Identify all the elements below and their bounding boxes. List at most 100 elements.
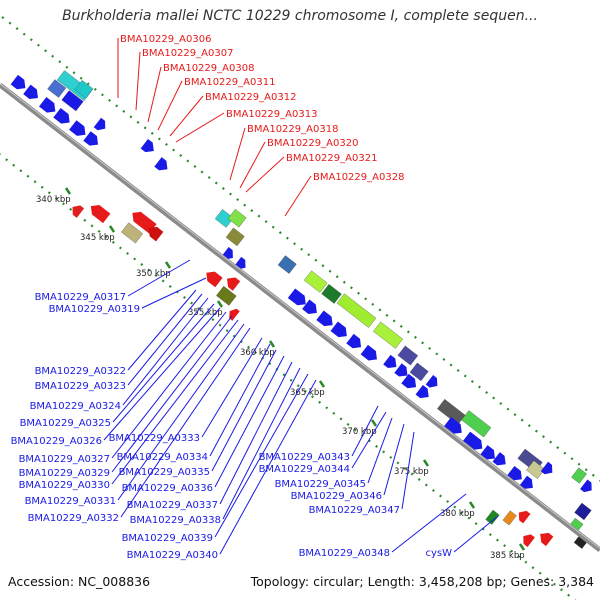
- label-bma10229_a0324[interactable]: BMA10229_A0324: [30, 401, 121, 412]
- kbp-tick-mark: [268, 340, 276, 348]
- gene-feature-2: [23, 84, 38, 100]
- label-bma10229_a0329-leader: [111, 315, 233, 473]
- gene-feature-50: [480, 445, 495, 460]
- gene-feature-1: [10, 74, 26, 90]
- gene-feature-45: [415, 384, 429, 399]
- gene-feature-11: [74, 80, 94, 99]
- kbp-tick-mark: [468, 501, 476, 509]
- label-bma10229_a0332-leader: [120, 327, 251, 518]
- label-bma10229_a0332[interactable]: BMA10229_A0332: [28, 513, 119, 524]
- gene-feature-42: [409, 362, 429, 382]
- label-bma10229_a0347[interactable]: BMA10229_A0347: [309, 505, 400, 516]
- label-bma10229_a0338[interactable]: BMA10229_A0338: [130, 515, 221, 526]
- gene-feature-13: [90, 205, 111, 224]
- gene-feature-4: [53, 107, 70, 124]
- label-bma10229_a0319[interactable]: BMA10229_A0319: [49, 304, 140, 315]
- label-bma10229_a0339[interactable]: BMA10229_A0339: [122, 533, 213, 544]
- kbp-tick-mark: [216, 300, 224, 308]
- kbp-label: 370 kbp: [342, 427, 377, 437]
- label-bma10229_a0321[interactable]: BMA10229_A0321: [286, 153, 377, 164]
- label-bma10229_a0322[interactable]: BMA10229_A0322: [35, 366, 126, 377]
- label-bma10229_a0323-leader: [127, 293, 203, 386]
- label-bma10229_a0325[interactable]: BMA10229_A0325: [20, 418, 111, 429]
- label-bma10229_a0334[interactable]: BMA10229_A0334: [117, 452, 208, 463]
- label-bma10229_a0306[interactable]: BMA10229_A0306: [120, 34, 211, 45]
- label-bma10229_a0317[interactable]: BMA10229_A0317: [35, 292, 126, 303]
- label-bma10229_a0319-leader: [141, 277, 207, 309]
- kbp-tick-mark: [518, 543, 526, 551]
- label-bma10229_a0335[interactable]: BMA10229_A0335: [119, 467, 210, 478]
- label-cysw-leader: [453, 515, 499, 553]
- gene-feature-6: [83, 131, 99, 146]
- kbp-tick-mark: [422, 459, 430, 467]
- label-bma10229_a0344[interactable]: BMA10229_A0344: [259, 464, 350, 475]
- label-bma10229_a0336-leader: [214, 355, 285, 488]
- label-bma10229_a0328[interactable]: BMA10229_A0328: [313, 172, 404, 183]
- kbp-label: 350 kbp: [136, 269, 171, 279]
- gene-feature-56: [519, 475, 533, 489]
- gene-feature-28: [277, 255, 297, 274]
- label-bma10229_a0338-leader: [222, 367, 301, 520]
- gene-feature-55: [507, 465, 522, 481]
- gene-feature-24: [216, 285, 237, 306]
- kbp-label: 340 kbp: [36, 195, 71, 205]
- label-bma10229_a0326[interactable]: BMA10229_A0326: [11, 436, 102, 447]
- label-bma10229_a0346[interactable]: BMA10229_A0346: [291, 491, 382, 502]
- label-bma10229_a0340[interactable]: BMA10229_A0340: [127, 550, 218, 561]
- label-bma10229_a0348[interactable]: BMA10229_A0348: [299, 548, 390, 559]
- kbp-label: 385 kbp: [490, 551, 525, 561]
- gene-feature-30: [302, 299, 317, 314]
- label-bma10229_a0327[interactable]: BMA10229_A0327: [19, 454, 110, 465]
- gene-feature-51: [492, 452, 506, 466]
- topology-summary: Topology: circular; Length: 3,458,208 bp…: [250, 574, 594, 589]
- label-bma10229_a0343[interactable]: BMA10229_A0343: [259, 452, 350, 463]
- gene-labels[interactable]: BMA10229_A0306BMA10229_A0307BMA10229_A03…: [11, 34, 453, 561]
- label-bma10229_a0343-leader: [351, 405, 379, 457]
- label-bma10229_a0312[interactable]: BMA10229_A0312: [205, 92, 296, 103]
- label-bma10229_a0320[interactable]: BMA10229_A0320: [267, 138, 358, 149]
- gene-feature-38: [373, 321, 404, 349]
- gene-feature-29: [287, 288, 306, 306]
- label-bma10229_a0322-leader: [127, 289, 197, 371]
- label-bma10229_a0318[interactable]: BMA10229_A0318: [247, 124, 338, 135]
- label-bma10229_a0337[interactable]: BMA10229_A0337: [127, 500, 218, 511]
- label-bma10229_a0307-leader: [135, 51, 141, 111]
- label-bma10229_a0308[interactable]: BMA10229_A0308: [163, 63, 254, 74]
- label-bma10229_a0331[interactable]: BMA10229_A0331: [25, 496, 116, 507]
- label-bma10229_a0345[interactable]: BMA10229_A0345: [275, 479, 366, 490]
- label-bma10229_a0329[interactable]: BMA10229_A0329: [19, 468, 110, 479]
- gene-feature-63: [580, 479, 592, 493]
- gene-feature-5: [69, 120, 86, 136]
- label-bma10229_a0313[interactable]: BMA10229_A0313: [226, 109, 317, 120]
- label-bma10229_a0337-leader: [219, 361, 293, 505]
- kbp-tick-mark: [370, 419, 378, 427]
- label-bma10229_a0335-leader: [211, 349, 277, 472]
- gene-feature-61: [540, 532, 554, 547]
- gene-feature-43: [425, 375, 438, 388]
- label-bma10229_a0330[interactable]: BMA10229_A0330: [19, 480, 110, 491]
- gene-feature-26: [227, 277, 241, 291]
- label-bma10229_a0333[interactable]: BMA10229_A0333: [109, 433, 200, 444]
- gene-feature-17: [140, 138, 154, 153]
- label-bma10229_a0340-leader: [219, 379, 317, 555]
- label-bma10229_a0330-leader: [111, 319, 239, 485]
- label-bma10229_a0318-leader: [229, 127, 246, 181]
- label-bma10229_a0323[interactable]: BMA10229_A0323: [35, 381, 126, 392]
- gene-feature-27: [229, 308, 240, 321]
- gene-feature-32: [330, 321, 347, 338]
- label-bma10229_a0336[interactable]: BMA10229_A0336: [122, 483, 213, 494]
- gene-feature-59: [518, 510, 531, 524]
- label-bma10229_a0311[interactable]: BMA10229_A0311: [184, 77, 275, 88]
- label-bma10229_a0331-leader: [117, 323, 245, 501]
- label-bma10229_a0312-leader: [169, 95, 204, 137]
- kbp-label: 365 kbp: [290, 388, 325, 398]
- gene-feature-40: [394, 363, 408, 377]
- backbone-line: [0, 83, 600, 552]
- gene-feature-8: [61, 90, 84, 112]
- label-bma10229_a0307[interactable]: BMA10229_A0307: [142, 48, 233, 59]
- label-bma10229_a0325-leader: [112, 303, 215, 423]
- label-bma10229_a0334-leader: [209, 343, 271, 457]
- label-cysw[interactable]: cysW: [425, 548, 452, 559]
- label-bma10229_a0339-leader: [214, 373, 309, 538]
